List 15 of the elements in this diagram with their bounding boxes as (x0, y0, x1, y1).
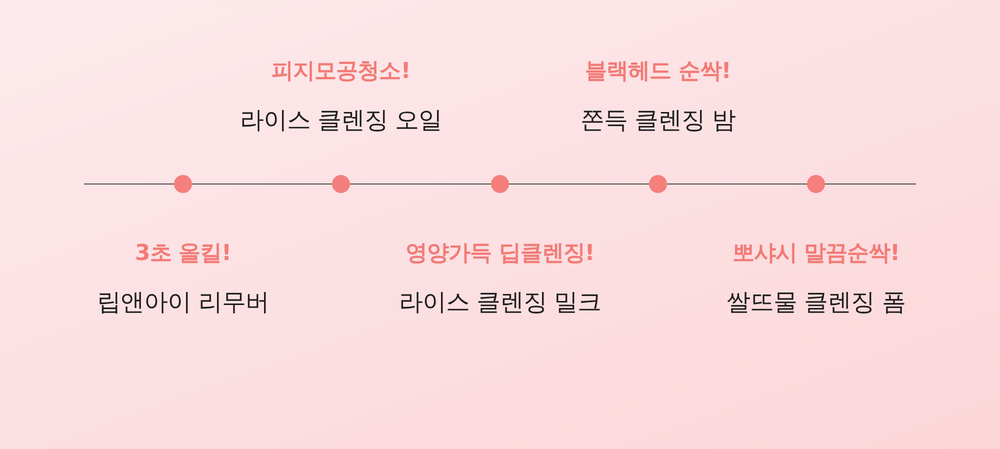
product-name: 라이스 클렌징 밀크 (398, 287, 602, 318)
timeline-dot (332, 175, 350, 193)
feature-heading: 3초 올킬! (135, 240, 231, 268)
feature-heading: 영양가득 딥클렌징! (406, 240, 594, 268)
timeline-dot (174, 175, 192, 193)
feature-heading: 피지모공청소! (272, 58, 410, 86)
timeline-dot (491, 175, 509, 193)
feature-heading: 블랙헤드 순싹! (585, 58, 731, 86)
product-name: 라이스 클렌징 오일 (240, 105, 442, 136)
timeline-dot (649, 175, 667, 193)
feature-heading: 뽀샤시 말끔순싹! (732, 240, 900, 268)
product-name: 쫀득 클렌징 밤 (580, 105, 736, 136)
timeline-dot (807, 175, 825, 193)
product-name: 립앤아이 리무버 (97, 287, 269, 318)
product-name: 쌀뜨물 클렌징 폼 (726, 287, 906, 318)
